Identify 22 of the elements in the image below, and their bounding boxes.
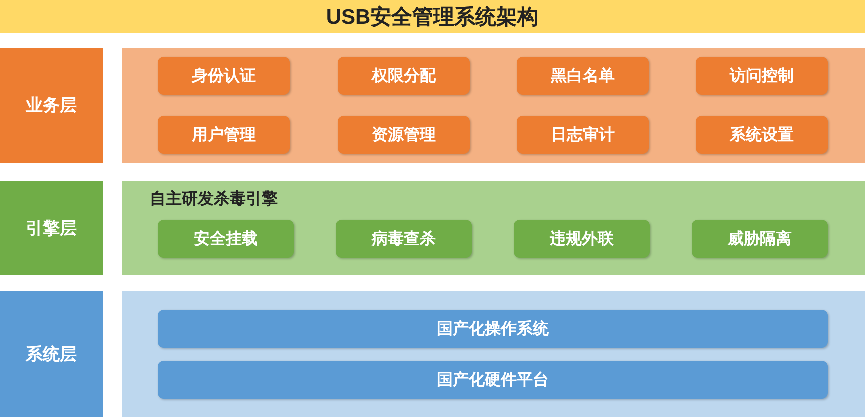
layer-panel — [122, 181, 865, 275]
panel-heading: 自主研发杀毒引擎 — [150, 189, 278, 210]
module-box: 用户管理 — [158, 116, 290, 154]
module-box: 系统设置 — [696, 116, 828, 154]
layer-label-box: 业务层 — [0, 48, 103, 163]
layer-label-box: 系统层 — [0, 291, 103, 417]
module-box: 访问控制 — [696, 57, 828, 95]
layer-panel — [122, 48, 865, 163]
module-box: 日志审计 — [517, 116, 649, 154]
module-box: 黑白名单 — [517, 57, 649, 95]
module-box: 病毒查杀 — [336, 220, 472, 258]
module-box: 资源管理 — [338, 116, 470, 154]
title-banner: USB安全管理系统架构 — [0, 0, 865, 33]
module-box: 国产化硬件平台 — [158, 361, 828, 399]
module-box: 威胁隔离 — [692, 220, 828, 258]
module-box: 国产化操作系统 — [158, 310, 828, 348]
module-box: 权限分配 — [338, 57, 470, 95]
module-box: 违规外联 — [514, 220, 650, 258]
layer-panel — [122, 291, 865, 417]
module-box: 安全挂载 — [158, 220, 294, 258]
module-box: 身份认证 — [158, 57, 290, 95]
layer-label-box: 引擎层 — [0, 181, 103, 275]
